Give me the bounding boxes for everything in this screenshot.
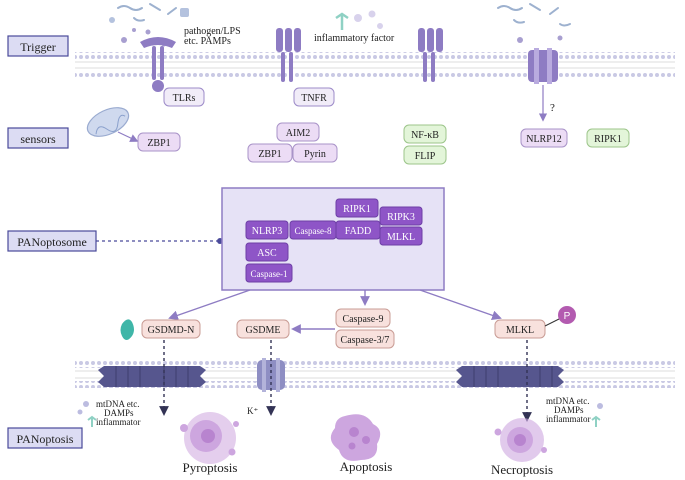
necroptotic-cell-icon bbox=[494, 418, 547, 462]
unknown-link-question: ? bbox=[550, 102, 555, 114]
sensor-pyrin-text: Pyrin bbox=[304, 149, 326, 160]
complex-asc bbox=[245, 242, 289, 262]
right-release-damps: DAMPs bbox=[554, 405, 584, 415]
gsdmd-icon bbox=[120, 319, 134, 340]
k-ion-label: K⁺ bbox=[247, 406, 258, 416]
effector-gsdmd-n-text: GSDMD-N bbox=[148, 325, 195, 336]
complex-nlrp3-text: NLRP3 bbox=[252, 226, 283, 237]
sensor-nlrp12-text: NLRP12 bbox=[526, 134, 562, 145]
pathogen-lps-label: pathogen/LPS bbox=[184, 26, 241, 37]
complex-mlkl-text: MLKL bbox=[387, 232, 415, 243]
gsdme-channel-icon bbox=[257, 358, 285, 392]
sensor-nfkb-text: NF-κB bbox=[411, 130, 439, 141]
complex-to-gsdmd-arrow bbox=[168, 289, 251, 321]
sensor-nlrp12: NLRP12 bbox=[520, 128, 568, 148]
sensor-flip-text: FLIP bbox=[415, 151, 436, 162]
complex-ripk3 bbox=[379, 206, 423, 226]
complex-ripk3-text: RIPK3 bbox=[387, 212, 415, 223]
tlrs-label: TLRs bbox=[173, 93, 196, 104]
tlr-receptor-icon bbox=[140, 37, 176, 92]
complex-to-mlkl-arrow bbox=[419, 289, 502, 321]
inflammatory-factor-label: inflammatory factor bbox=[314, 33, 395, 44]
sensor-pyrin: Pyrin bbox=[292, 143, 338, 163]
left-release-damps: DAMPs bbox=[104, 408, 134, 418]
tlrs-label-box: TLRs bbox=[163, 87, 205, 107]
sensor-ripk1-text: RIPK1 bbox=[594, 134, 622, 145]
row-label-trigger: Trigger bbox=[7, 35, 69, 57]
tnfr-label-box: TNFR bbox=[293, 87, 335, 107]
complex-ripk1 bbox=[335, 198, 379, 218]
sensor-zbp1-left: ZBP1 bbox=[137, 132, 181, 152]
sensor-zbp1-center: ZBP1 bbox=[247, 143, 293, 163]
effector-gsdme: GSDME bbox=[236, 319, 290, 339]
phospho-badge: P bbox=[558, 306, 576, 324]
gsdmd-pore-icon bbox=[98, 366, 206, 387]
effector-caspase37-text: Caspase-3/7 bbox=[341, 335, 390, 346]
right-release-mtdna: mtDNA etc. bbox=[546, 396, 590, 406]
sensor-aim2: AIM2 bbox=[276, 122, 320, 142]
outcome-apoptosis: Apoptosis bbox=[340, 459, 393, 474]
effector-caspase37: Caspase-3/7 bbox=[335, 329, 395, 349]
row-label-panoptosome-text: PANoptosome bbox=[17, 235, 87, 249]
sensor-aim2-text: AIM2 bbox=[286, 128, 310, 139]
receptor-3-icon bbox=[418, 28, 443, 82]
effector-gsdmd-n: GSDMD-N bbox=[141, 319, 201, 339]
right-release-inflammator: inflammator bbox=[546, 414, 591, 424]
apoptotic-cell-icon bbox=[330, 414, 381, 461]
tnfr-receptor-icon bbox=[276, 28, 301, 82]
sensor-zbp1-left-text: ZBP1 bbox=[147, 138, 170, 149]
outcome-necroptosis: Necroptosis bbox=[491, 462, 553, 477]
sensor-ripk1: RIPK1 bbox=[586, 128, 630, 148]
row-label-sensors: sensors bbox=[7, 127, 69, 149]
mito-to-zbp1-arrow bbox=[117, 131, 139, 142]
sensor-zbp1-center-text: ZBP1 bbox=[258, 149, 281, 160]
effector-mlkl: MLKL bbox=[494, 319, 546, 339]
pamps-label: etc. PAMPs bbox=[184, 36, 231, 47]
mlkl-pore-icon bbox=[456, 366, 564, 387]
effector-mlkl-text: MLKL bbox=[506, 325, 534, 336]
complex-caspase1 bbox=[245, 263, 293, 283]
complex-ripk1-text: RIPK1 bbox=[343, 204, 371, 215]
effector-caspase9-text: Caspase-9 bbox=[342, 314, 383, 325]
sensor-nfkb: NF-κB bbox=[403, 124, 447, 144]
complex-asc-text: ASC bbox=[257, 248, 277, 259]
row-label-panoptosis: PANoptosis bbox=[7, 427, 83, 449]
outcome-pyroptosis: Pyroptosis bbox=[183, 460, 238, 475]
pathogen-left-icon bbox=[109, 3, 189, 23]
right-release-particles bbox=[591, 403, 603, 427]
phospho-badge-text: P bbox=[564, 311, 571, 322]
row-label-trigger-text: Trigger bbox=[20, 40, 56, 54]
tnfr-label: TNFR bbox=[301, 93, 327, 104]
effector-gsdme-text: GSDME bbox=[245, 325, 280, 336]
left-release-mtdna: mtDNA etc. bbox=[96, 399, 140, 409]
pathogen-right-icon bbox=[497, 3, 571, 43]
sensor-flip: FLIP bbox=[403, 145, 447, 165]
left-release-inflammator: inflammator bbox=[96, 417, 141, 427]
pyroptotic-cell-icon bbox=[180, 412, 239, 464]
complex-nlrp3 bbox=[245, 220, 289, 240]
left-release-particles bbox=[77, 401, 97, 427]
row-label-panoptosis-text: PANoptosis bbox=[17, 432, 74, 446]
channel-receptor-icon bbox=[528, 48, 558, 84]
complex-caspase1-text: Caspase-1 bbox=[251, 269, 288, 279]
effector-caspase9: Caspase-9 bbox=[335, 308, 391, 328]
mitochondrion-icon bbox=[86, 107, 130, 137]
inflammatory-factor-icon bbox=[335, 10, 383, 30]
phospho-link bbox=[544, 317, 562, 327]
complex-mlkl bbox=[379, 226, 423, 246]
complex-caspase8-text: Caspase-8 bbox=[295, 226, 332, 236]
row-label-panoptosome: PANoptosome bbox=[7, 230, 97, 252]
upper-membrane bbox=[75, 52, 675, 78]
row-label-sensors-text: sensors bbox=[20, 132, 56, 146]
complex-fadd-text: FADD bbox=[345, 226, 371, 237]
